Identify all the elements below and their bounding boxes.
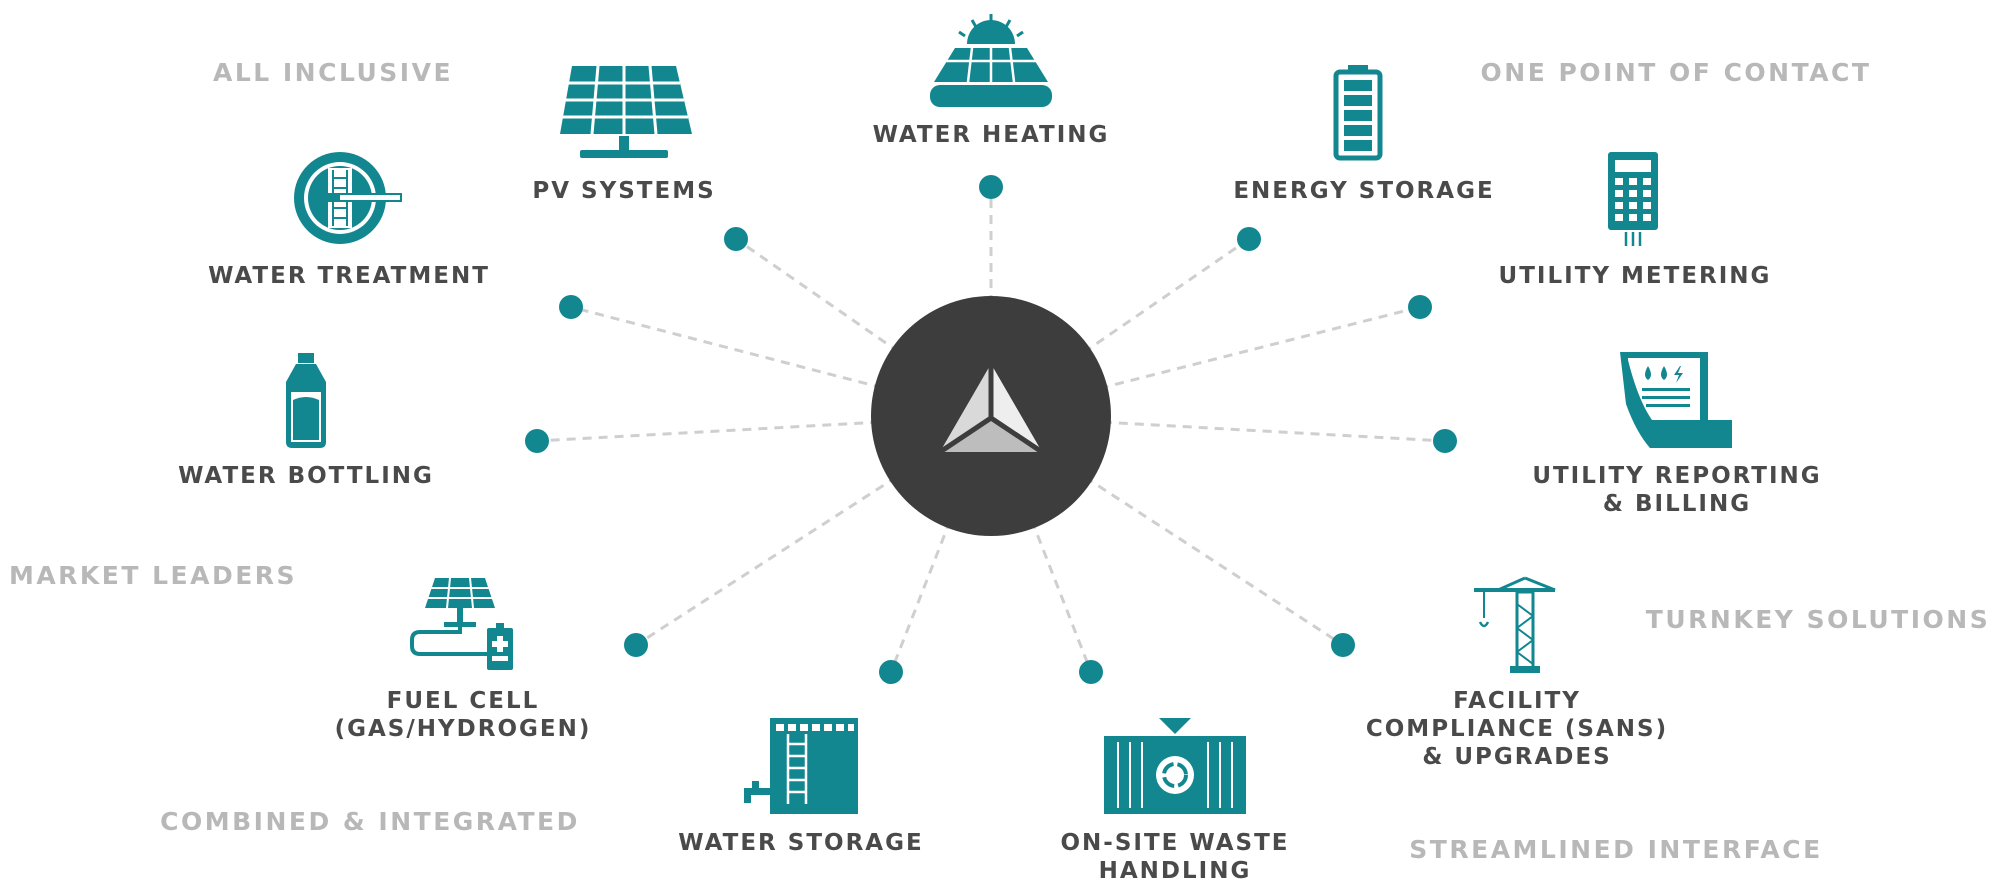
service-label-energy-storage: ENERGY STORAGE [1233,178,1495,204]
utility-meter-icon [1608,152,1658,246]
connector-line [989,415,1093,673]
service-label-utility-metering: UTILITY METERING [1498,263,1772,289]
tagline-market-leaders: MARKET LEADERS [8,561,298,590]
connector-line [990,305,1421,418]
connector-line [536,414,992,443]
service-label-water-storage: WATER STORAGE [678,830,924,856]
node-dot [879,660,903,684]
service-label-water-bottling: WATER BOTTLING [178,463,434,489]
water-bottle-icon [286,353,326,448]
node-dot [979,175,1003,199]
node-dot [1079,660,1103,684]
service-label-utility-reporting: UTILITY REPORTING & BILLING [1532,463,1822,517]
connector-line [990,414,1446,443]
tagline-combined-integrated: COMBINED & INTEGRATED [160,807,580,836]
billing-document-icon [1620,352,1732,448]
tagline-turnkey-solutions: TURNKEY SOLUTIONS [1645,605,1991,634]
triangle-logo-icon [938,364,1044,455]
battery-icon [1333,65,1383,161]
tagline-all-inclusive: ALL INCLUSIVE [212,58,454,87]
tagline-one-point-of-contact: ONE POINT OF CONTACT [1480,58,1872,87]
service-label-facility-compliance: FACILITY COMPLIANCE (SANS) & UPGRADES [1365,688,1669,770]
node-dot [559,295,583,319]
fuel-cell-icon [410,577,513,670]
node-dot [525,429,549,453]
service-label-water-heating: WATER HEATING [872,122,1110,148]
node-dot [1331,633,1355,657]
hub [871,296,1111,536]
tagline-streamlined-interface: STREAMLINED INTERFACE [1409,835,1823,864]
water-tank-icon [744,718,858,814]
node-dot [724,227,748,251]
solar-water-heater-icon [930,14,1052,107]
service-label-fuel-cell: FUEL CELL (GAS/HYDROGEN) [334,688,592,742]
water-treatment-icon [294,152,402,244]
node-dot [1408,295,1432,319]
construction-crane-icon [1474,576,1556,673]
solar-panel-icon [560,65,692,158]
service-label-water-treatment: WATER TREATMENT [208,263,490,289]
recycling-container-icon [1104,718,1246,814]
node-dot [1433,429,1457,453]
service-label-waste-handling: ON-SITE WASTE HANDLING [1060,830,1290,884]
connector-line [889,415,993,673]
service-label-pv-systems: PV SYSTEMS [532,178,716,204]
node-dot [1237,227,1261,251]
node-dot [624,633,648,657]
